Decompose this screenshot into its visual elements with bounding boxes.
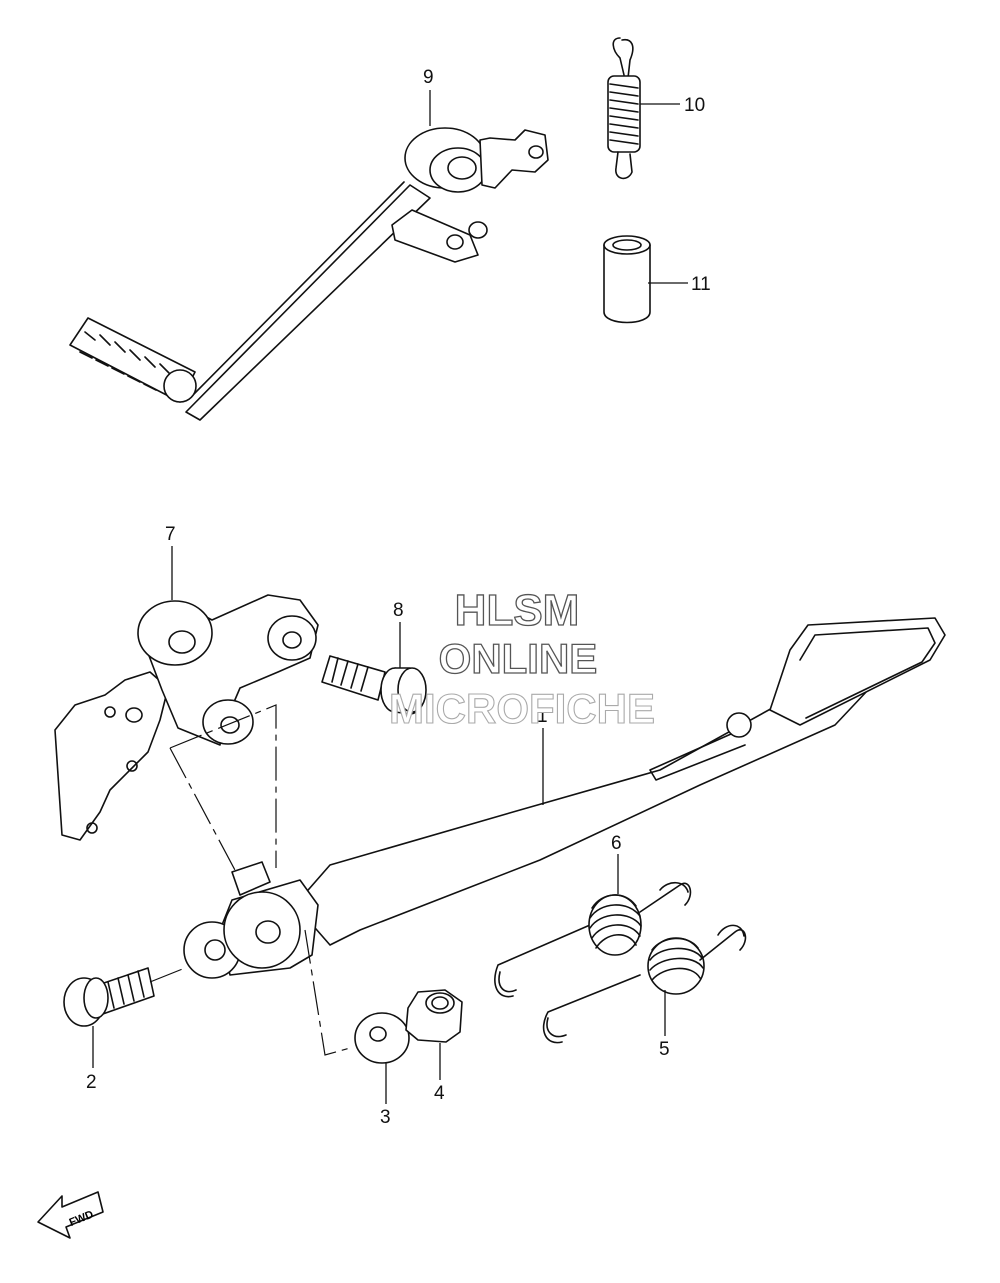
callout-2: 2 — [86, 1072, 97, 1093]
callout-5: 5 — [659, 1039, 670, 1060]
callout-9: 9 — [423, 67, 434, 88]
part-2-pivot-bolt — [63, 967, 155, 1027]
callout-6: 6 — [611, 833, 622, 854]
part-5-spring — [542, 924, 747, 1044]
watermark-line-3: MICROFICHE — [389, 685, 655, 732]
part-6-spring — [494, 881, 692, 998]
part-1-shift-lever — [183, 617, 946, 979]
callout-3: 3 — [380, 1107, 391, 1128]
assembly-lines — [149, 704, 351, 1056]
part-10-spring — [607, 37, 641, 180]
watermark-line-2: ONLINE — [439, 635, 598, 682]
part-9-brake-pedal — [69, 127, 549, 421]
watermark-line-1: HLSM — [455, 586, 580, 635]
callout-1: 1 — [537, 706, 548, 727]
callout-labels: 9 10 11 7 8 1 6 5 2 3 4 — [86, 67, 711, 1128]
watermark: HLSM ONLINE MICROFICHE — [388, 585, 655, 732]
part-7-bracket — [54, 594, 319, 841]
fwd-arrow-icon: FWD — [37, 1191, 104, 1239]
leader-lines — [92, 90, 688, 1104]
part-11-collar — [603, 235, 651, 324]
callout-11: 11 — [691, 274, 711, 295]
part-3-washer — [354, 1012, 410, 1064]
callout-4: 4 — [434, 1083, 445, 1104]
callout-10: 10 — [684, 95, 705, 116]
part-8-bolt — [321, 655, 427, 715]
callout-7: 7 — [165, 524, 176, 545]
callout-8: 8 — [393, 600, 404, 621]
part-4-nut — [405, 989, 463, 1043]
